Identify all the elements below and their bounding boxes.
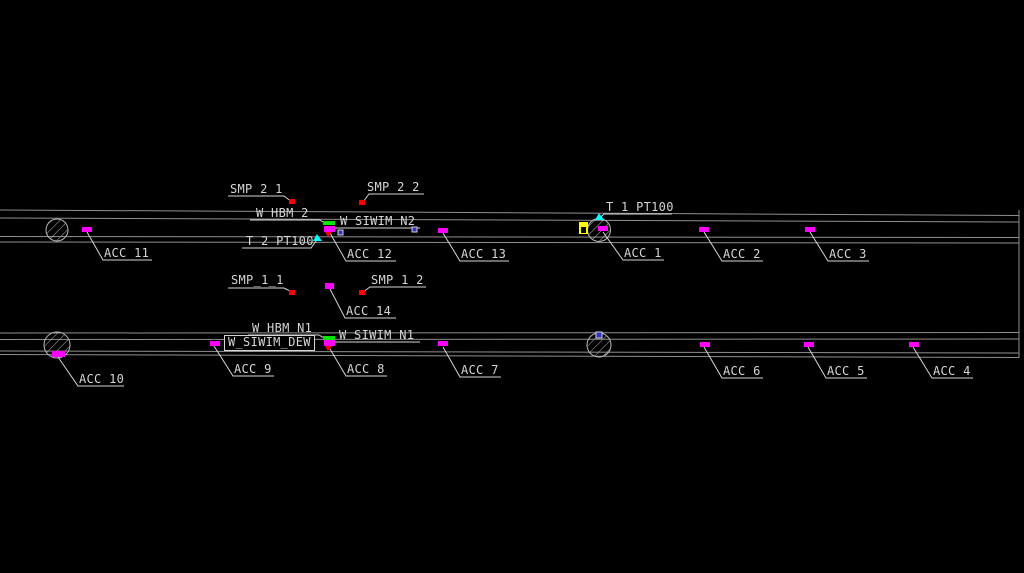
- lower-mid-node: [595, 331, 603, 339]
- acc-14-marker: [325, 283, 334, 289]
- upper-beam-line-1: [0, 209, 1020, 216]
- label-t-1-pt100: T_1_PT100: [606, 200, 674, 214]
- label-acc-9: ACC_9: [234, 362, 272, 376]
- smp-2-2-point: [359, 200, 365, 205]
- leader-acc-11: [86, 231, 152, 261]
- label-acc-7: ACC_7: [461, 363, 499, 377]
- label-w-hbm-n1: W_HBM_N1: [252, 321, 313, 335]
- acc-3-marker: [805, 227, 815, 232]
- label-acc-1: ACC_1: [624, 246, 662, 260]
- lower-beam-line-2: [0, 338, 1020, 340]
- label-acc-5: ACC_5: [827, 364, 865, 378]
- acc-13-marker: [438, 228, 448, 233]
- lower-beam-line-3: [0, 350, 1020, 354]
- upper-beam-line-2: [0, 217, 1020, 223]
- leader-smp-2-1: [228, 195, 293, 203]
- label-acc-3: ACC_3: [829, 247, 867, 261]
- acc-7-marker: [438, 341, 448, 346]
- leader-acc-7: [442, 346, 501, 378]
- leader-acc-2: [703, 231, 763, 262]
- label-w-siwim-n2: W_SIWIM_N2: [340, 214, 416, 228]
- t-1-pt100-temperature-marker: [595, 213, 604, 220]
- leader-acc-1: [602, 231, 664, 261]
- label-acc-2: ACC_2: [723, 247, 761, 261]
- leader-acc-8: [329, 348, 387, 377]
- label-smp-1-2: SMP_1_2: [371, 273, 424, 287]
- label-smp-2-1: SMP_2_1: [230, 182, 283, 196]
- leader-smp-1-1: [228, 287, 293, 293]
- label-acc-12: ACC_12: [347, 247, 393, 261]
- lower-beam-line-1: [0, 332, 1020, 334]
- label-w-hbm-2: W_HBM_2: [256, 206, 309, 220]
- acc-2-marker: [699, 227, 709, 232]
- acc-10-marker: [52, 351, 65, 357]
- upper-beam-line-3: [0, 236, 1020, 238]
- smp-2-1-point: [289, 199, 295, 204]
- label-acc-6: ACC_6: [723, 364, 761, 378]
- t-2-pt100-temperature-marker: [313, 234, 322, 241]
- acc-8-marker: [324, 340, 335, 346]
- label-acc-10: ACC_10: [79, 372, 125, 386]
- smp-lower-cluster-triangle: [325, 346, 332, 351]
- smp-upper-cluster-triangle: [325, 232, 332, 237]
- acc-4-marker: [909, 342, 919, 347]
- support-circle-upper-left: [45, 218, 69, 242]
- label-w-siwim-dew: W_SIWIM_DEW: [224, 335, 315, 351]
- acc-5-marker: [804, 342, 814, 347]
- w-siwim-n2-node-left: [337, 229, 344, 236]
- label-w-siwim-n1: W_SIWIM_N1: [339, 328, 415, 342]
- label-t-2-pt100: T_2_PT100: [246, 234, 314, 248]
- label-smp-2-2: SMP_2_2: [367, 180, 420, 194]
- label-acc-14: ACC_14: [346, 304, 392, 318]
- leader-acc-13: [442, 232, 509, 262]
- smp-1-1-point: [289, 290, 295, 295]
- leader-acc-12: [329, 232, 396, 262]
- label-acc-13: ACC_13: [461, 247, 507, 261]
- acc-1-marker: [598, 226, 608, 231]
- w-siwim-n2-node-right: [411, 226, 418, 233]
- leader-acc-4: [912, 346, 973, 379]
- leader-t-2-pt100: [242, 240, 317, 249]
- leader-w-hbm-2: [250, 219, 327, 225]
- lower-beam-line-4: [0, 354, 1020, 358]
- smp-1-2-point: [359, 290, 365, 295]
- leader-smp-2-2: [362, 193, 424, 203]
- label-acc-4: ACC_4: [933, 364, 971, 378]
- label-acc-8: ACC_8: [347, 362, 385, 376]
- strain-gauge-lower-marker: [323, 336, 335, 340]
- datalogger-marker-inner: [581, 227, 586, 233]
- acc-9-marker: [210, 341, 220, 346]
- label-acc-11: ACC_11: [104, 246, 150, 260]
- leader-acc-6: [703, 346, 763, 379]
- acc-11-marker: [82, 227, 92, 232]
- label-smp-1-1: SMP_1_1: [231, 273, 284, 287]
- leader-acc-9: [213, 345, 274, 377]
- leader-acc-14: [329, 288, 396, 319]
- leader-smp-1-2: [362, 286, 426, 293]
- acc-12-marker: [324, 226, 335, 232]
- leader-acc-10: [57, 356, 124, 387]
- leader-t-1-pt100: [599, 213, 672, 219]
- upper-beam-line-4: [0, 241, 1020, 244]
- leader-acc-3: [809, 231, 869, 262]
- leader-acc-5: [807, 346, 867, 379]
- strain-gauge-upper-marker: [323, 221, 335, 225]
- acc-6-marker: [700, 342, 710, 347]
